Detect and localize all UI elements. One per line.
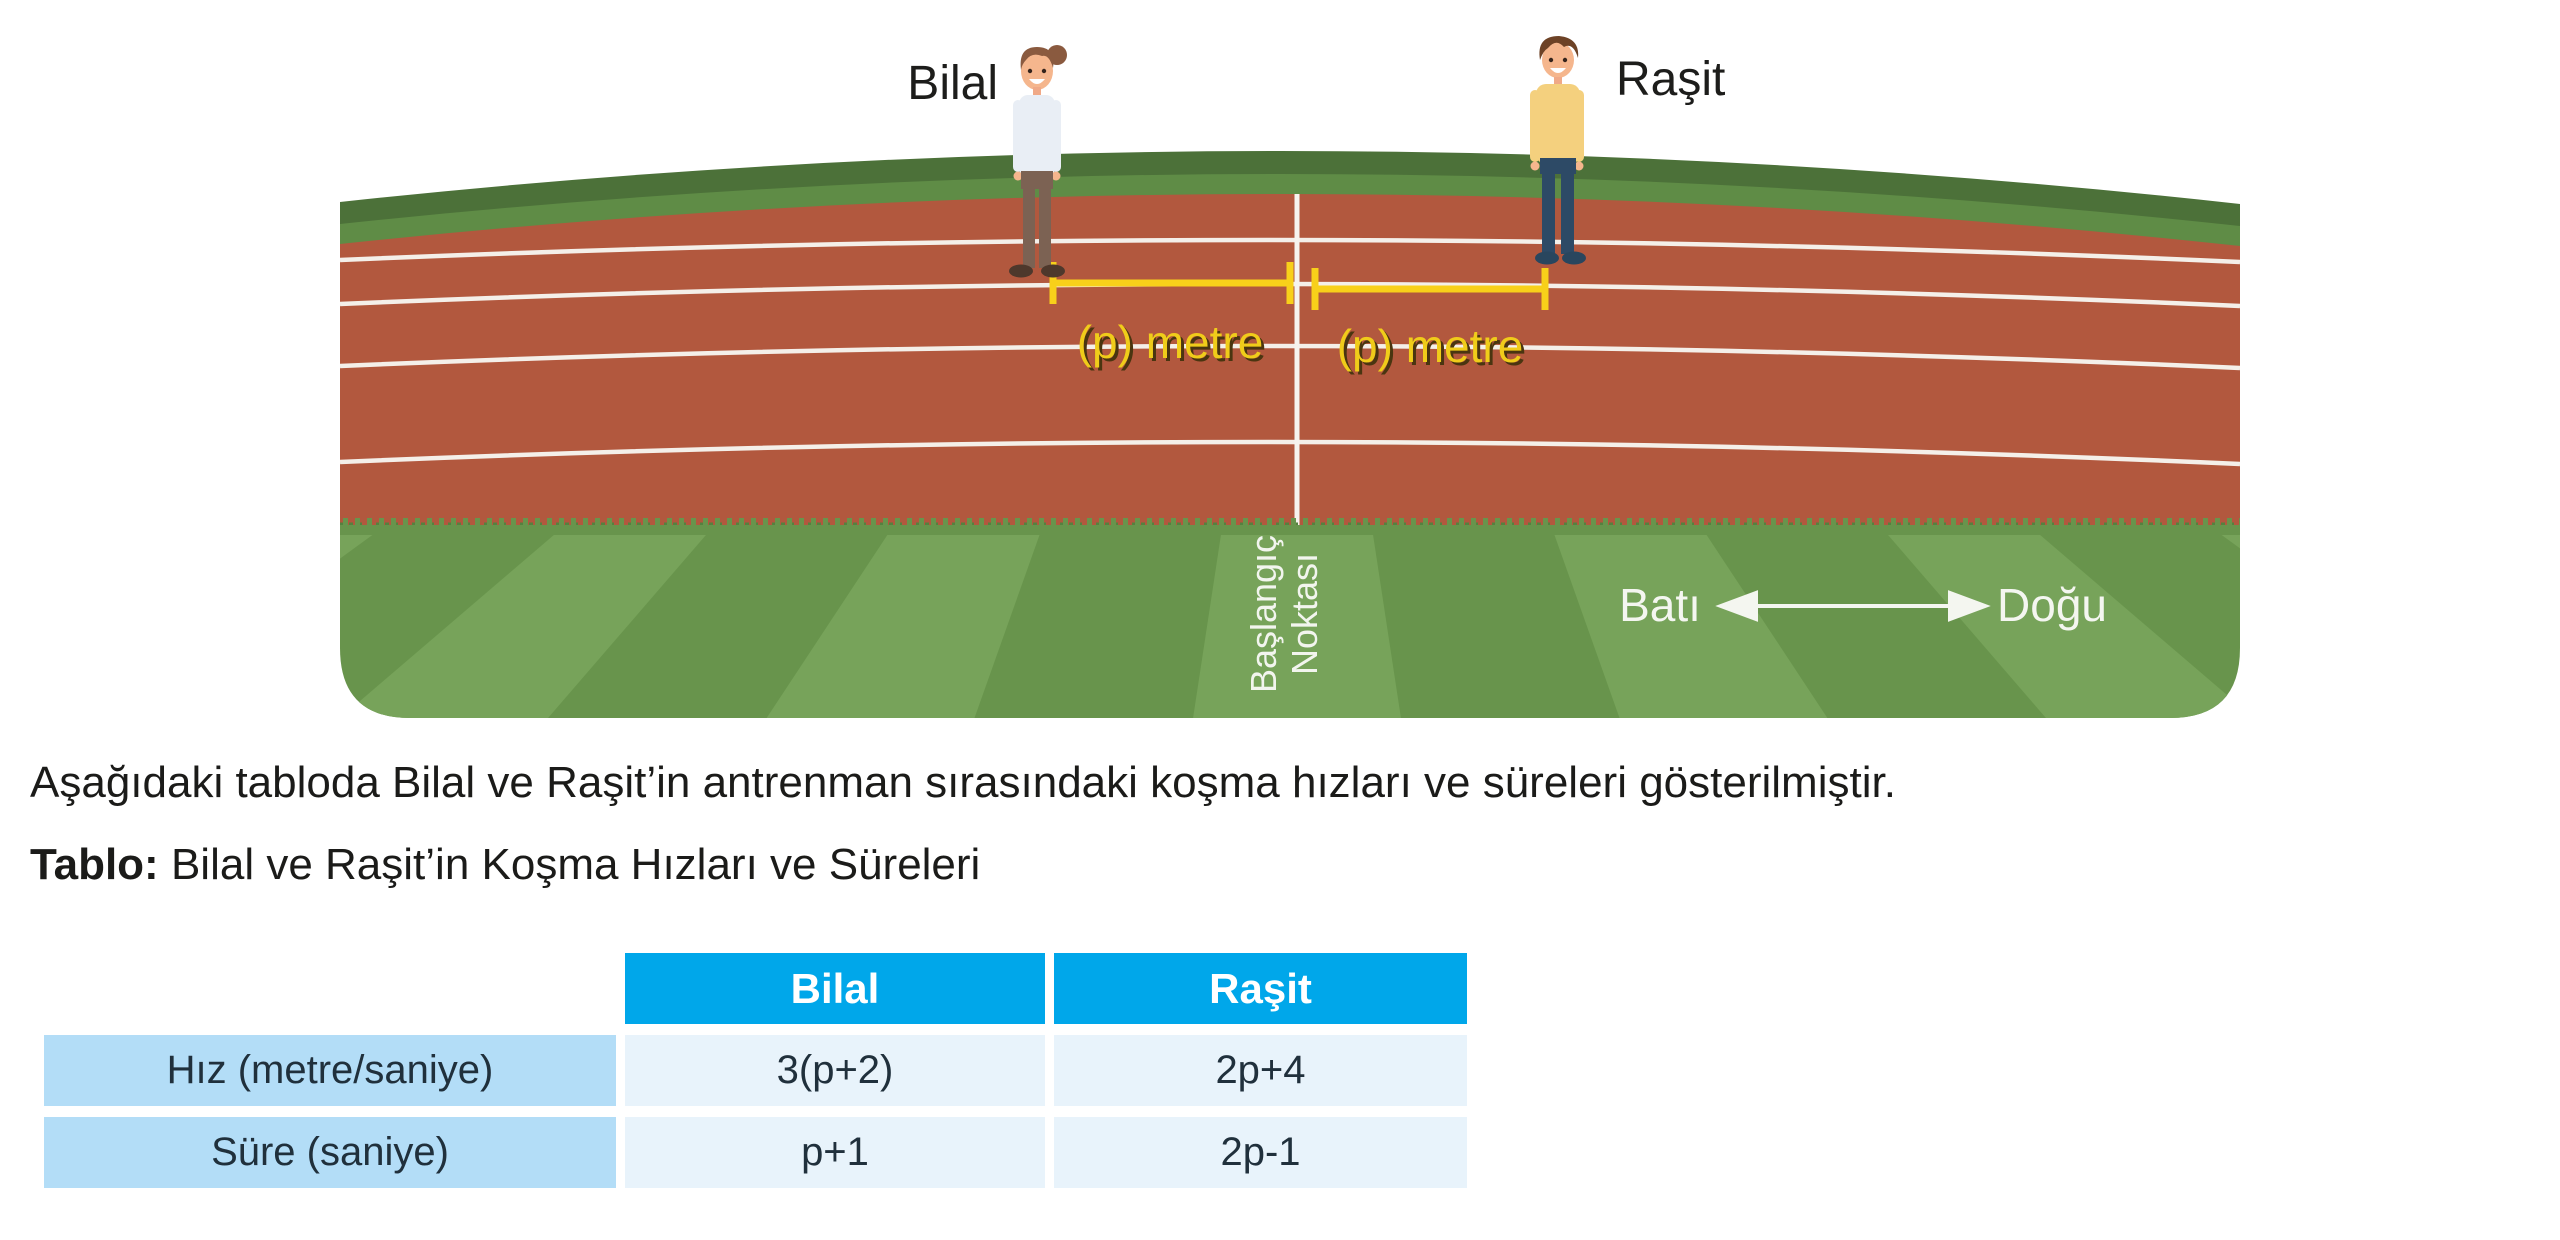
rasit-name-label: Raşit [1616,53,1726,106]
table-corner-cell [44,953,616,1024]
distance-right-shadow: (p) metre [1340,323,1527,375]
table-header-rasit: Raşit [1054,953,1467,1024]
distance-labels: (p) metre (p) metre (p) metre (p) metre [1077,316,1527,375]
table-caption-label: Tablo: [30,840,159,889]
distance-right-label: (p) metre [1337,320,1524,372]
start-point-line1: Başlangıç [1243,535,1284,693]
compass-labels: Batı Doğu [1619,579,2107,631]
table-caption-title: Bilal ve Raşit’in Koşma Hızları ve Sürel… [170,840,981,889]
track-field-illustration: (p) metre (p) metre (p) metre (p) metre … [340,150,2240,719]
distance-brackets [1049,262,1549,310]
compass-arrow [1715,590,1991,622]
table-cell-speed-bilal: 3(p+2) [625,1035,1045,1106]
track-surface [340,193,2240,540]
speed-time-table: Bilal Raşit Hız (metre/saniye) 3(p+2) 2p… [44,953,1467,1188]
rasit-figure [1530,36,1586,265]
west-label: Batı [1619,579,1701,631]
distance-left-label: (p) metre [1077,316,1264,368]
table-row-label-time: Süre (saniye) [44,1117,616,1188]
table-caption: Tablo: Bilal ve Raşit’in Koşma Hızları v… [30,840,980,890]
grass-fringe [340,518,2240,535]
bilal-name-label: Bilal [907,57,998,110]
table-row-label-speed: Hız (metre/saniye) [44,1035,616,1106]
table-cell-time-bilal: p+1 [625,1117,1045,1188]
table-header-bilal: Bilal [625,953,1045,1024]
intro-text: Aşağıdaki tabloda Bilal ve Raşit’in antr… [30,758,1896,807]
start-point-label: Başlangıç Noktası [1243,535,1325,693]
table-cell-time-rasit: 2p-1 [1054,1117,1467,1188]
start-point-line2: Noktası [1284,553,1325,675]
distance-left-shadow: (p) metre [1080,319,1267,371]
table-cell-speed-rasit: 2p+4 [1054,1035,1467,1106]
east-label: Doğu [1997,579,2107,631]
bilal-figure [1009,45,1067,278]
grass-stripes [340,528,2240,719]
